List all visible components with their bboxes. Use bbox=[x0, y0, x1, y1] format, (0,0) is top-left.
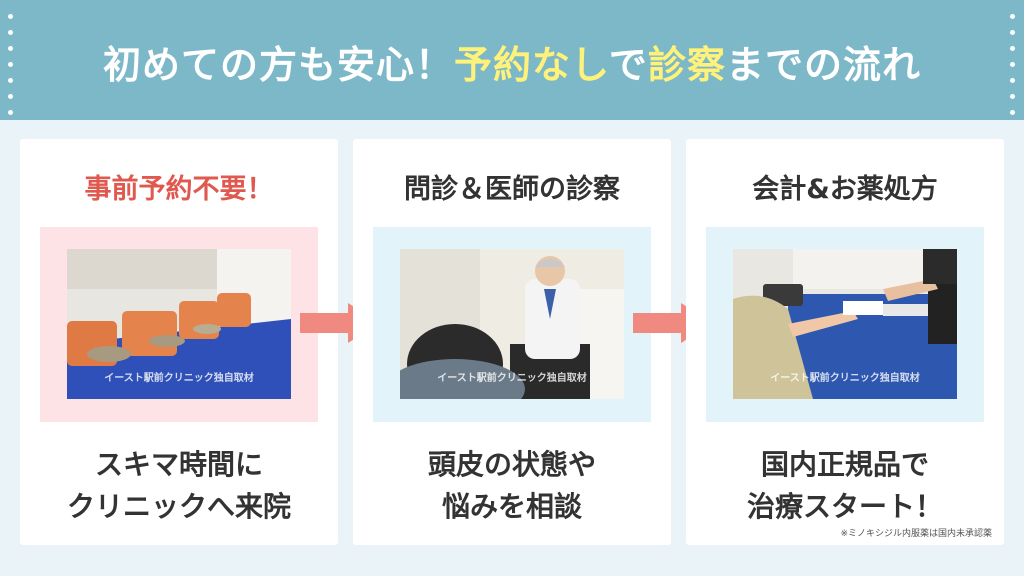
decorative-dots-right bbox=[1010, 14, 1016, 115]
footnote: ※ミノキシジル内服薬は国内未承認薬 bbox=[840, 529, 992, 539]
step-card-3: 会計&お薬処方 イースト駅前クリニック独自取材 国内正規品で 治療スタート！ ※… bbox=[686, 139, 1004, 545]
step-3-title: 会計&お薬処方 bbox=[752, 174, 938, 205]
doctor-consultation-photo: イースト駅前クリニック独自取材 bbox=[400, 249, 624, 399]
step-3-description: 国内正規品で 治療スタート！ bbox=[746, 448, 943, 523]
title-highlight-examination: 診察 bbox=[647, 43, 726, 87]
step-2-title: 問診＆医師の診察 bbox=[404, 174, 620, 205]
step-3-photo-frame: イースト駅前クリニック独自取材 bbox=[706, 227, 984, 422]
step-1-description: スキマ時間に クリニックへ来院 bbox=[66, 448, 291, 523]
step-2-photo-frame: イースト駅前クリニック独自取材 bbox=[373, 227, 651, 422]
payment-counter-photo: イースト駅前クリニック独自取材 bbox=[733, 249, 957, 399]
step-1-title: 事前予約不要！ bbox=[84, 174, 274, 205]
step-card-1: 事前予約不要！ イースト駅前クリニック独自取材 スキマ時間に クリニックへ来院 bbox=[20, 139, 338, 545]
step-card-2: 問診＆医師の診察 イースト駅前クリニック独自取材 頭皮の状態や 悩みを相談 bbox=[353, 139, 671, 545]
step-2-watermark: イースト駅前クリニック独自取材 bbox=[437, 371, 587, 384]
step-1-watermark: イースト駅前クリニック独自取材 bbox=[104, 371, 254, 384]
page-title: 初めての方も安心！予約なしで診察までの流れ bbox=[103, 43, 921, 87]
step-3-watermark: イースト駅前クリニック独自取材 bbox=[770, 371, 920, 384]
step-1-photo-frame: イースト駅前クリニック独自取材 bbox=[40, 227, 318, 422]
title-highlight-no-reservation: 予約なし bbox=[454, 43, 609, 87]
header-banner: 初めての方も安心！予約なしで診察までの流れ bbox=[0, 0, 1024, 120]
decorative-dots-left bbox=[8, 14, 14, 115]
waiting-room-photo: イースト駅前クリニック独自取材 bbox=[67, 249, 291, 399]
step-2-description: 頭皮の状態や 悩みを相談 bbox=[427, 448, 596, 523]
